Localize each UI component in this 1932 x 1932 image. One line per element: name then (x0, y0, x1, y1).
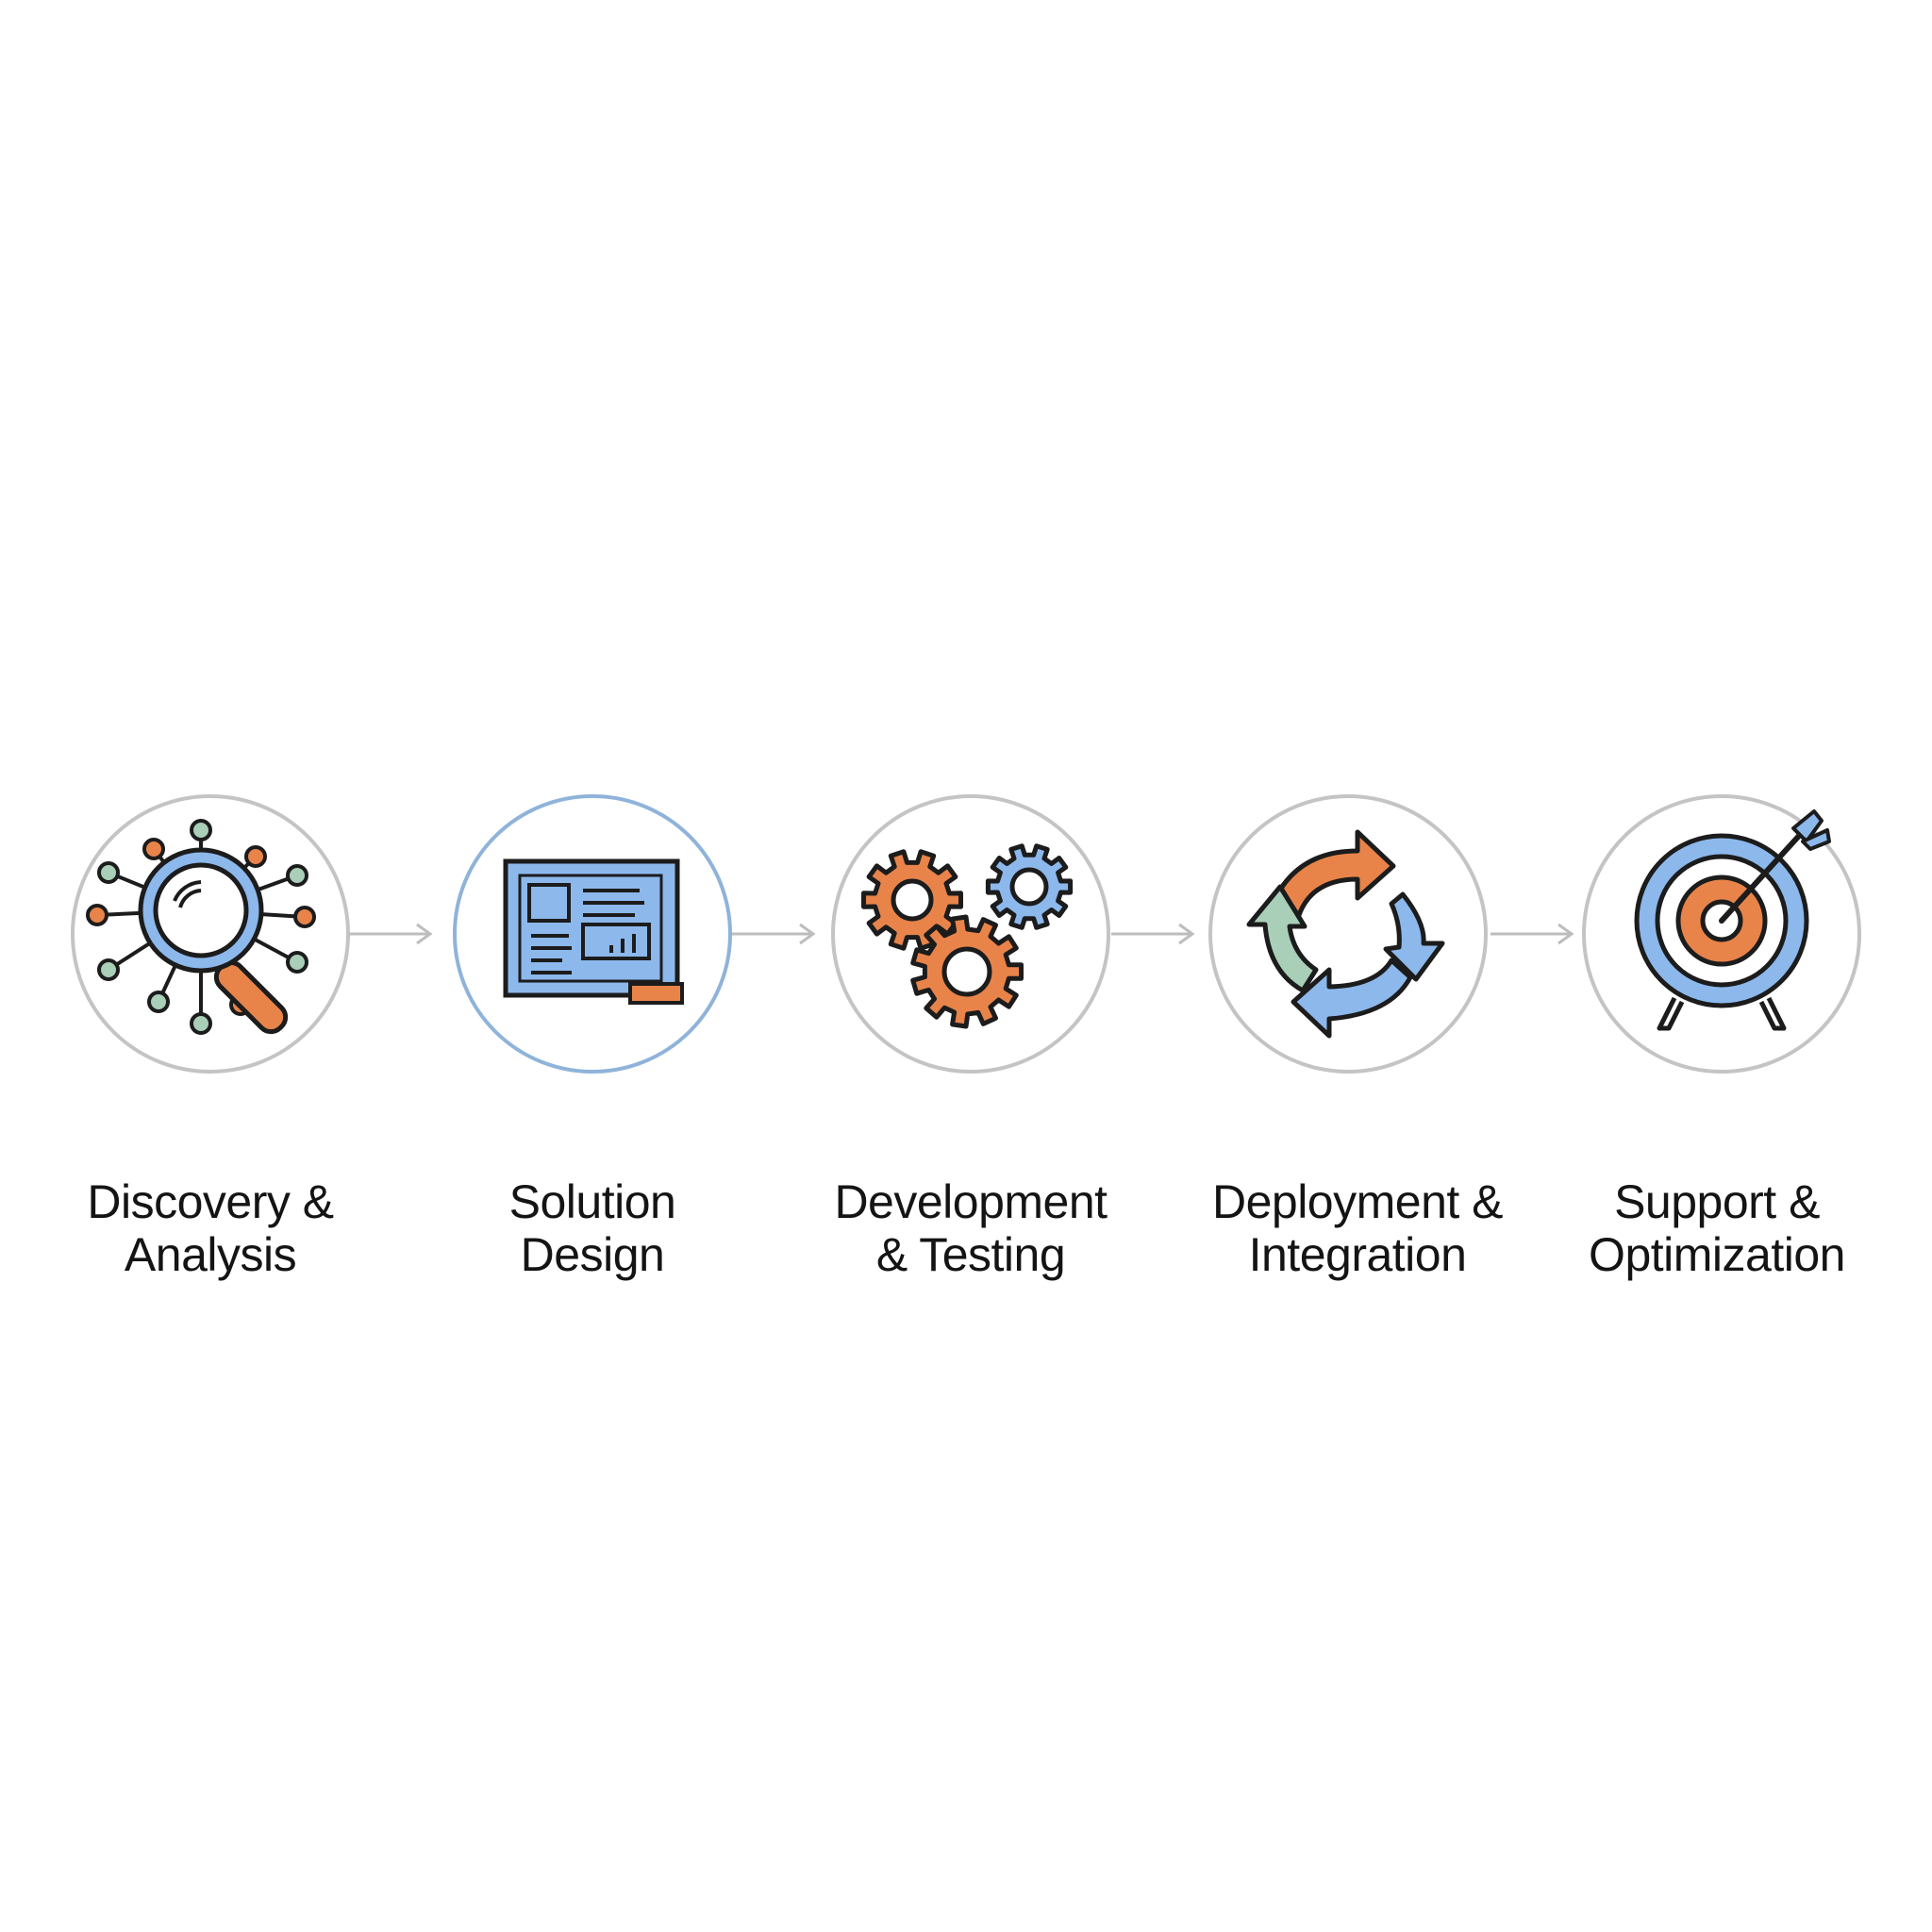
step-label-line1: Development (834, 1175, 1108, 1228)
step-discovery-circle (69, 792, 352, 1075)
step-development-circle (829, 792, 1112, 1075)
step-label-line1: Discovery & (87, 1175, 334, 1228)
step-label-line2: Optimization (1589, 1228, 1845, 1281)
connector-arrow-4 (1491, 923, 1574, 945)
gear-left-hole (891, 878, 934, 922)
gear-bottom-large-hole (941, 946, 992, 997)
step-support-circle (1580, 792, 1863, 1075)
step-label-development: Development & Testing (791, 1175, 1150, 1281)
blueprint-layout-icon (453, 794, 732, 1074)
connector-arrow-3 (1111, 923, 1195, 945)
step-label-line2: Analysis (124, 1228, 297, 1281)
step-label-support: Support & Optimization (1538, 1175, 1896, 1281)
step-label-discovery: Discovery & Analysis (31, 1175, 390, 1281)
target-arrow-icon (1582, 794, 1861, 1074)
step-deployment-circle (1207, 792, 1490, 1075)
step-design-circle (451, 792, 734, 1075)
step-label-line1: Support & (1614, 1175, 1820, 1228)
step-label-line1: Deployment & (1211, 1175, 1504, 1228)
magnifier-network-icon (71, 794, 350, 1074)
gears-icon (831, 794, 1110, 1074)
gear-right-small-hole (1009, 867, 1049, 907)
step-label-line2: Design (520, 1228, 665, 1281)
step-label-design: Solution Design (413, 1175, 772, 1281)
step-label-line1: Solution (508, 1175, 676, 1228)
connector-arrow-2 (732, 923, 816, 945)
connector-arrow-1 (349, 923, 433, 945)
cycle-arrows-icon (1208, 794, 1488, 1074)
step-label-line2: & Testing (875, 1228, 1066, 1281)
step-label-deployment: Deployment & Integration (1178, 1175, 1537, 1281)
step-label-line2: Integration (1248, 1228, 1467, 1281)
